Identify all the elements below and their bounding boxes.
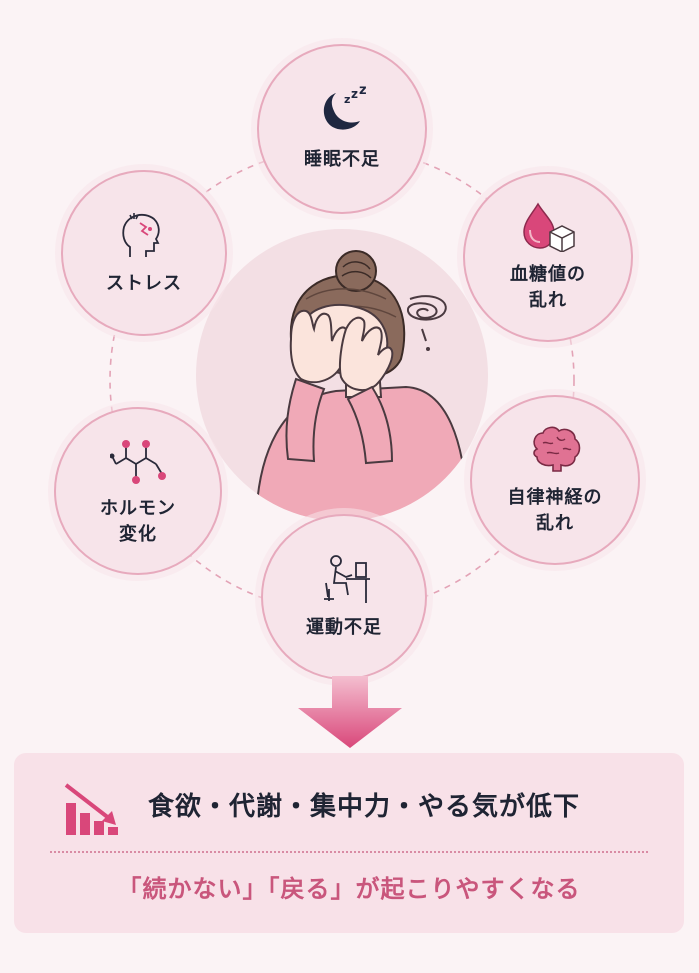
molecule-icon [110,440,166,484]
factor-sleep: z z z 睡眠不足 [257,44,427,214]
result-box: 食欲・代謝・集中力・やる気が低下 「続かない」「戻る」が起こりやすくなる [14,753,684,933]
blood-drop-sugar-cube-icon [523,202,575,252]
dotted-divider [50,851,648,853]
factor-blood-sugar: 血糖値の 乱れ [463,172,633,342]
factor-label: 自律神経の 乱れ [507,487,603,534]
factor-label: ストレス [106,273,182,294]
center-illustration [196,229,488,521]
down-arrow-icon [298,676,402,748]
consequence-text: 「続かない」「戻る」が起こりやすくなる [117,875,581,903]
factor-label: 血糖値の 乱れ [510,264,586,311]
factor-exercise: 運動不足 [261,514,427,680]
factor-label: 運動不足 [306,617,382,638]
svg-text:z: z [351,87,358,101]
brain-icon [533,426,581,472]
effect-text: 食欲・代謝・集中力・やる気が低下 [148,792,581,822]
moon-zzz-icon: z z z [323,85,367,130]
head-stress-icon [122,213,160,257]
factor-autonomic: 自律神経の 乱れ [470,395,640,565]
factor-stress: ストレス [61,170,227,336]
factor-label: 睡眠不足 [304,149,380,170]
troubled-woman-illustration [254,250,470,521]
factor-label: ホルモン 変化 [100,498,176,545]
svg-text:z: z [344,93,350,106]
declining-bar-chart-icon [64,783,118,835]
person-at-desk-icon [324,555,370,603]
factor-hormone: ホルモン 変化 [54,407,222,575]
svg-text:z: z [359,85,367,98]
